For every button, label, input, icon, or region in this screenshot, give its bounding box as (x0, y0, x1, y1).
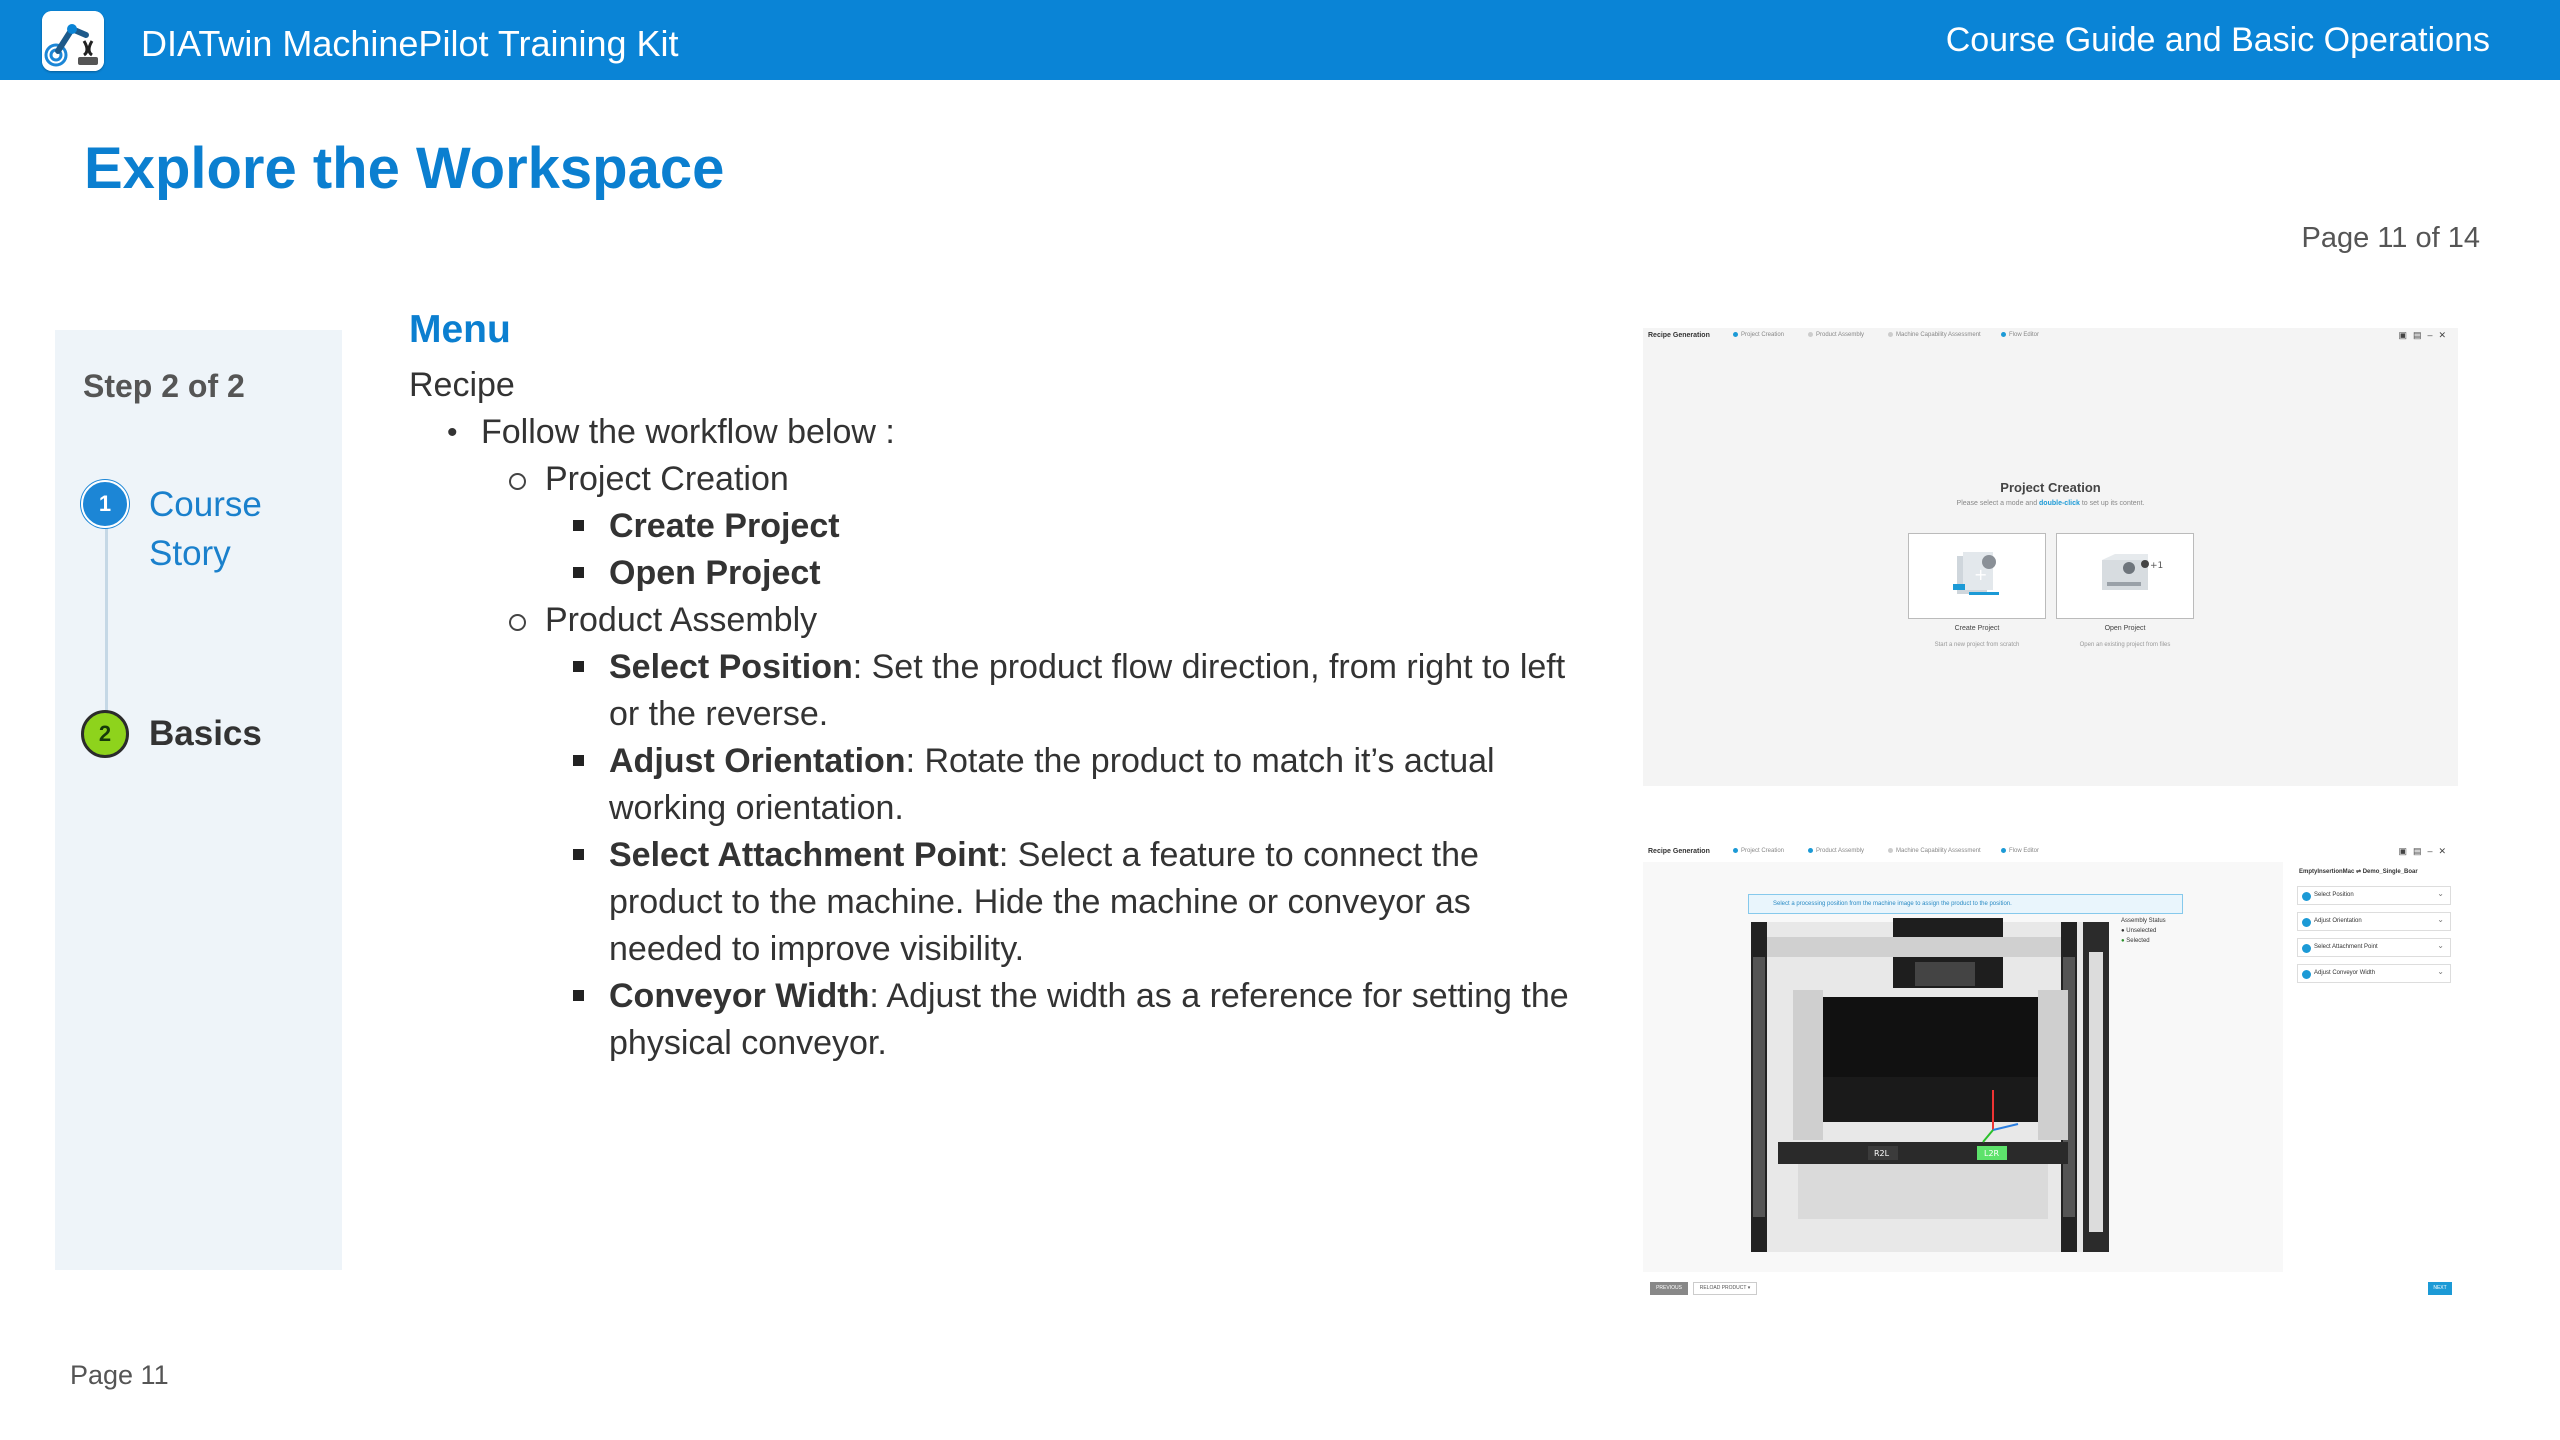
assembly-status: Assembly Status ● Unselected ● Selected (2121, 916, 2166, 946)
conveyor-width-accordion[interactable]: Adjust Conveyor Width (2297, 964, 2451, 983)
list-item: Product Assembly Select Position: Set th… (507, 597, 1609, 1067)
step-header: Step 2 of 2 (83, 368, 245, 404)
l2r-label: L2R (1984, 1149, 2000, 1158)
step-label[interactable]: Course Story (149, 485, 262, 573)
page-counter: Page 11 of 14 (2301, 222, 2480, 254)
sub-sub-list: Select Position: Set the product flow di… (571, 644, 1609, 1067)
item-term: Conveyor Width (609, 977, 870, 1015)
bottom-toolbar: PREVIOUS RELOAD PRODUCT ▾ NEXT (1643, 1272, 2458, 1304)
top-bar: DIATwin MachinePilot Training Kit Course… (0, 0, 2560, 80)
open-project-icon: +1 (2102, 554, 2163, 590)
list-item: Create Project (571, 503, 1581, 550)
sub-sub-list: Create Project Open Project (571, 503, 1609, 597)
list-item: Follow the workflow below : Project Crea… (443, 409, 1609, 1067)
wizard-step: Project Creation (1733, 332, 1784, 338)
list-item: Select Attachment Point: Select a featur… (571, 832, 1581, 973)
create-project-desc: Start a new project from scratch (1934, 642, 2020, 648)
status-unselected: ● Unselected (2121, 928, 2157, 934)
next-button[interactable]: NEXT (2428, 1282, 2452, 1295)
item-desc: : Select a feature to connect the produc… (609, 836, 1479, 968)
intro-text: Recipe (409, 366, 515, 404)
wizard-step: Product Assembly (1808, 332, 1864, 338)
list-item: Select Position: Set the product flow di… (571, 644, 1581, 738)
group-title: Project Creation (545, 460, 789, 498)
create-project-icon: + (1953, 552, 1999, 595)
file-name: EmptyInsertionMac ⇌ Demo_Single_Boar (2299, 869, 2418, 875)
item-desc: : Set the product flow direction, from r… (609, 648, 1566, 733)
open-project-desc: Open an existing project from files (2079, 642, 2171, 648)
project-creation-subtitle: Please select a mode and double-click to… (1956, 500, 2145, 507)
step-label: Basics (149, 714, 262, 753)
step-connector (105, 510, 108, 750)
window-title: Recipe Generation (1648, 848, 1710, 855)
item-term: Create Project (609, 507, 840, 545)
workflow-text: Follow the workflow below : (481, 413, 895, 451)
robot-arm-icon (42, 11, 104, 71)
page-title: Explore the Workspace (84, 136, 725, 201)
wizard-step: Product Assembly (1808, 848, 1864, 854)
footer-page-number: Page 11 (70, 1360, 169, 1390)
screenshot-project-creation: Recipe Generation Project Creation Produ… (1643, 328, 2458, 786)
project-creation-heading: Project Creation (2000, 480, 2101, 495)
assembly-side-panel: EmptyInsertionMac ⇌ Demo_Single_Boar Sel… (2289, 862, 2458, 1272)
list-item: Open Project (571, 550, 1581, 597)
svg-text:+: + (1974, 565, 1987, 584)
svg-text:+1: +1 (2150, 561, 2163, 571)
app-title: DIATwin MachinePilot Training Kit (141, 23, 679, 64)
window-controls: ▣▤–✕ (2398, 846, 2452, 856)
list-item: Adjust Orientation: Rotate the product t… (571, 738, 1581, 832)
wizard-step: Machine Capability Assessment (1888, 332, 1981, 338)
reload-product-button[interactable]: RELOAD PRODUCT ▾ (1693, 1282, 1757, 1295)
select-attachment-accordion[interactable]: Select Attachment Point (2297, 938, 2451, 957)
status-selected: ● Selected (2121, 938, 2150, 944)
step-panel: Step 2 of 2 1 Course Story 2 Basics (55, 330, 342, 1270)
adjust-orientation-accordion[interactable]: Adjust Orientation (2297, 912, 2451, 931)
window-controls: ▣▤–✕ (2398, 330, 2452, 340)
previous-button[interactable]: PREVIOUS (1650, 1282, 1688, 1295)
window-titlebar: Recipe Generation Project Creation Produ… (1643, 844, 2458, 862)
item-desc: : Adjust the width as a reference for se… (609, 977, 1569, 1062)
item-term: Select Position (609, 648, 853, 686)
item-term: Select Attachment Point (609, 836, 999, 874)
machine-model-icon: R2L L2R (1751, 918, 2109, 1252)
screenshot-product-assembly: Recipe Generation Project Creation Produ… (1643, 844, 2458, 1304)
create-project-card[interactable]: + (1908, 533, 2046, 619)
main-content: Menu Recipe Follow the workflow below : … (409, 300, 1609, 1067)
section-title: Menu (409, 308, 511, 351)
r2l-label: R2L (1874, 1149, 1890, 1158)
course-title: Course Guide and Basic Operations (1945, 21, 2490, 59)
step-number-badge: 1 (81, 480, 129, 528)
step-number-badge: 2 (81, 710, 129, 758)
create-project-label: Create Project (1954, 625, 2000, 632)
open-project-card[interactable]: +1 (2056, 533, 2194, 619)
instruction-banner: Select a processing position from the ma… (1748, 894, 2183, 914)
wizard-step: Machine Capability Assessment (1888, 848, 1981, 854)
list-item: Conveyor Width: Adjust the width as a re… (571, 973, 1581, 1067)
sub-list: Project Creation Create Project Open Pro… (507, 456, 1609, 1067)
select-position-accordion[interactable]: Select Position (2297, 886, 2451, 905)
machine-viewport[interactable]: R2L L2R Select a processing position fro… (1643, 862, 2283, 1272)
wizard-step: Flow Editor (2001, 848, 2039, 854)
status-title: Assembly Status (2121, 918, 2166, 924)
item-desc: : Rotate the product to match it’s actua… (609, 742, 1495, 827)
bullet-list: Follow the workflow below : Project Crea… (443, 409, 1609, 1067)
list-item: Project Creation Create Project Open Pro… (507, 456, 1609, 597)
window-title: Recipe Generation (1648, 332, 1710, 339)
group-title: Product Assembly (545, 601, 818, 639)
item-term: Open Project (609, 554, 821, 592)
wizard-step: Project Creation (1733, 848, 1784, 854)
item-term: Adjust Orientation (609, 742, 906, 780)
open-project-label: Open Project (2104, 625, 2146, 632)
wizard-step: Flow Editor (2001, 332, 2039, 338)
